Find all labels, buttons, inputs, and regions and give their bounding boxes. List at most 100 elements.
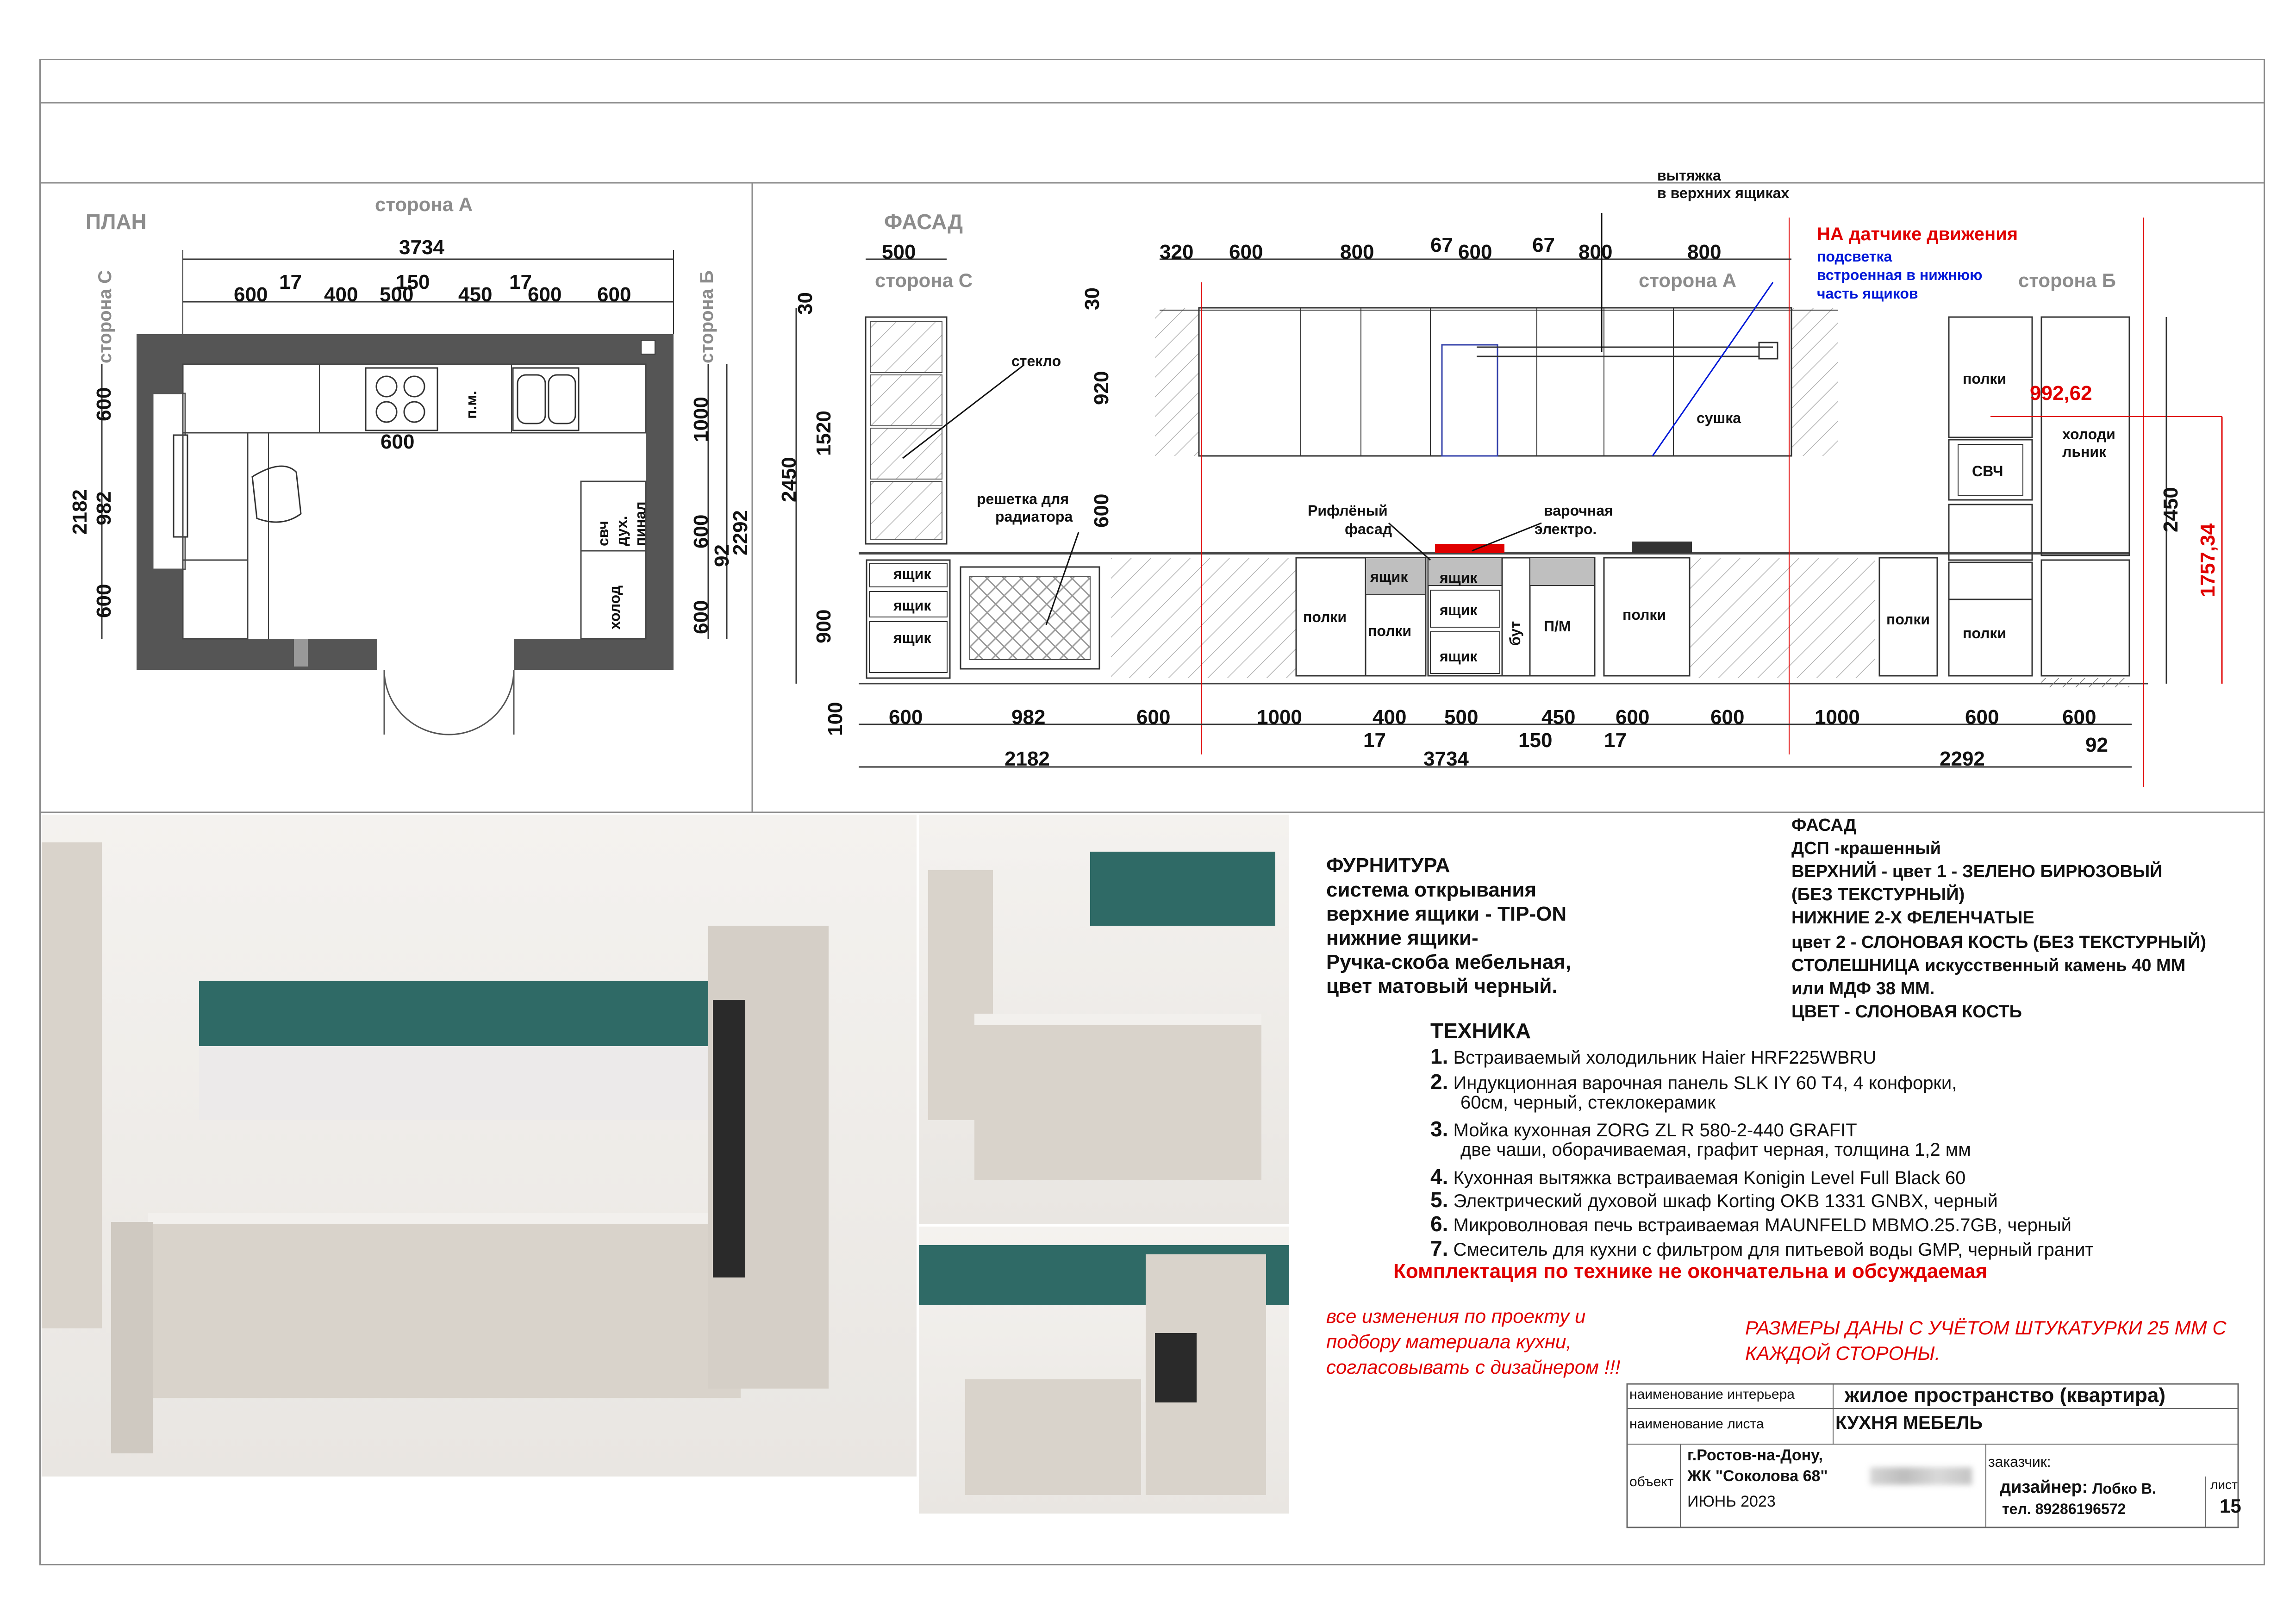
plan-dim-hob: 600: [381, 430, 415, 453]
facade-spec-line: ЦВЕТ - СЛОНОВАЯ КОСТЬ: [1791, 1002, 2022, 1022]
note-ribbed-2: фасад: [1345, 521, 1392, 537]
facade-dim-sub: 17: [1604, 729, 1627, 752]
facade-dim-bottom: 600: [1965, 706, 1999, 729]
facade-side-c: сторона С: [875, 269, 973, 291]
tb-sheet-no: 15: [2220, 1495, 2241, 1517]
plan-dim: 600: [528, 283, 562, 306]
tb-object-line: ЖК "Соколова 68": [1687, 1467, 1828, 1485]
render-side: [919, 815, 1289, 1224]
facade-spec-line: ВЕРХНИЙ - цвет 1 - ЗЕЛЕНО БИРЮЗОВЫЙ: [1791, 862, 2163, 881]
furniture-line: цвет матовый черный.: [1326, 975, 1558, 997]
cab-drawer: ящик: [893, 597, 931, 614]
facade-dim-top: 800: [1578, 241, 1613, 263]
furniture-line: Ручка-скоба мебельная,: [1326, 951, 1572, 973]
tb-object-line: г.Ростов-на-Дону,: [1687, 1446, 1823, 1464]
facade-dim-top: 800: [1687, 241, 1722, 263]
plan-side-b: сторона Б: [697, 270, 717, 363]
technique-item: две чаши, оборачиваемая, графит черная, …: [1460, 1140, 1971, 1160]
facade-dim-bottom: 600: [889, 706, 923, 729]
technique-item: 7. Смеситель для кухни с фильтром для пи…: [1430, 1236, 2094, 1260]
facade-dim-red: 992,62: [2030, 382, 2092, 405]
facade-dim-bottom: 600: [1136, 706, 1171, 729]
technique-item: 1. Встраиваемый холодильник Haier HRF225…: [1430, 1044, 1877, 1068]
facade-dim-sub: 150: [1518, 729, 1553, 752]
note-grille-2: радиатора: [995, 508, 1073, 525]
facade-dim-left: 2450: [778, 457, 800, 502]
plan-label-pinal: пинал: [632, 501, 649, 546]
facade-spec-line: ФАСАД: [1791, 816, 1857, 835]
facade-title: ФАСАД: [884, 210, 963, 234]
plan-dim: 600: [234, 283, 268, 306]
plan-title: ПЛАН: [86, 210, 147, 234]
note-light-2: встроенная в нижнюю: [1817, 267, 1983, 283]
cab-shelves: полки: [1622, 606, 1666, 623]
plan-dim-left: 982: [93, 491, 115, 525]
note-light-3: часть ящиков: [1817, 285, 1918, 302]
furniture-line: система открывания: [1326, 879, 1537, 901]
facade-dim-top: 800: [1340, 241, 1374, 263]
tb-interior-value: жилое пространство (квартира): [1845, 1384, 2165, 1407]
facade-dim-bottom: 450: [1541, 706, 1576, 729]
facade-spec-line: цвет 2 - СЛОНОВАЯ КОСТЬ (БЕЗ ТЕКСТУРНЫЙ): [1791, 933, 2207, 952]
plan-dim: 450: [458, 283, 493, 306]
cab-drawer: ящик: [1440, 602, 1478, 618]
note-dryer: сушка: [1697, 410, 1741, 426]
tb-object-label: объект: [1629, 1474, 1674, 1489]
plan-dim: 17: [509, 271, 532, 293]
tb-sheet-value: КУХНЯ МЕБЕЛЬ: [1835, 1413, 1983, 1433]
facade-spec-line: НИЖНИЕ 2-Х ФЕЛЕНЧАТЫЕ: [1791, 908, 2034, 928]
tb-object-line: ИЮНЬ 2023: [1687, 1493, 1776, 1510]
plan-dim-left: 600: [93, 584, 115, 618]
facade-spec-line: ДСП -крашенный: [1791, 839, 1941, 858]
cab-shelves: полки: [1368, 623, 1412, 639]
technique-item: 5. Электрический духовой шкаф Korting OK…: [1430, 1188, 1998, 1212]
plan-side-a: сторона А: [375, 193, 473, 215]
plan-dim: 400: [324, 283, 358, 306]
plan-dim-right: 2292: [729, 510, 752, 555]
facade-dim-total: 2182: [1004, 748, 1050, 770]
plan-label-pm: п.м.: [463, 391, 480, 419]
plan-label-holod: холод: [606, 585, 623, 629]
facade-dim-top: 500: [882, 241, 916, 263]
facade-dim-left: 100: [824, 702, 847, 736]
facade-dim-total: 3734: [1423, 748, 1469, 770]
furniture-line: верхние ящики - TIP-ON: [1326, 903, 1567, 925]
facade-dim-bottom: 600: [1616, 706, 1650, 729]
cab-pm: П/М: [1544, 618, 1571, 635]
technique-item: 2. Индукционная варочная панель SLK IY 6…: [1430, 1070, 1957, 1094]
facade-dim-top: 67: [1430, 234, 1453, 256]
facade-spec-line: или МДФ 38 ММ.: [1791, 979, 1935, 998]
furniture-title: ФУРНИТУРА: [1326, 854, 1450, 877]
facade-dim-right: 2450: [2159, 487, 2182, 532]
cab-fridge-1: холоди: [2062, 426, 2115, 442]
facade-dim-sub: 92: [2085, 734, 2108, 756]
technique-title: ТЕХНИКА: [1430, 1019, 1531, 1043]
plan-dim-right: 600: [690, 600, 712, 634]
facade-dim-top: 320: [1160, 241, 1194, 263]
note-dims: РАЗМЕРЫ ДАНЫ С УЧЁТОМ ШТУКАТУРКИ 25 ММ С: [1745, 1317, 2227, 1339]
tb-customer-label: заказчик:: [1988, 1453, 2051, 1470]
render-corner: [919, 1227, 1289, 1514]
cab-drawer: ящик: [1440, 648, 1478, 665]
note-hob-1: варочная: [1544, 502, 1613, 519]
technique-item: 3. Мойка кухонная ZORG ZL R 580-2-440 GR…: [1430, 1117, 1857, 1141]
note-dims: КАЖДОЙ СТОРОНЫ.: [1745, 1342, 1940, 1364]
cab-fridge-2: льник: [2062, 443, 2107, 460]
cab-drawer: ящик: [1370, 568, 1408, 585]
facade-dim-left: 900: [812, 609, 835, 643]
facade-dim-left: 30: [794, 292, 817, 315]
plan-dim: 600: [597, 283, 631, 306]
plan-label-duh: дух.: [613, 516, 630, 546]
technique-warning: Комплектация по технике не окончательна …: [1393, 1260, 1988, 1283]
note-ribbed-1: Рифлёный: [1308, 502, 1388, 519]
facade-side-b: сторона Б: [2018, 269, 2116, 291]
note-changes: подбору материала кухни,: [1326, 1331, 1572, 1352]
plan-label-svch: свч: [595, 521, 611, 546]
plan-dim: 17: [279, 271, 302, 293]
facade-spec-line: (БЕЗ ТЕКСТУРНЫЙ): [1791, 885, 1965, 904]
plan-dim: 150: [396, 271, 430, 293]
furniture-line: нижние ящики-: [1326, 927, 1479, 949]
facade-dim-bottom: 600: [1710, 706, 1745, 729]
facade-dim-upper: 30: [1081, 287, 1104, 310]
